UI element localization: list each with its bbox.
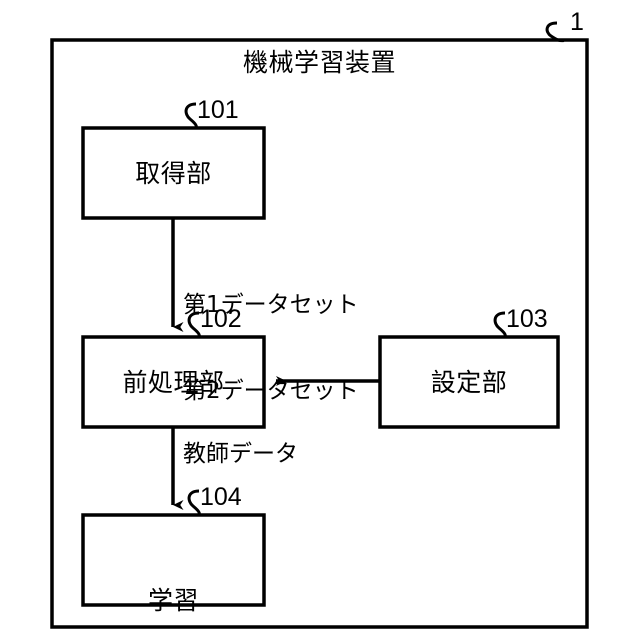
block-acquisition-label: 取得部 xyxy=(135,159,212,188)
outer-enclosure-title: 機械学習装置 xyxy=(242,48,396,77)
block-learning-box xyxy=(81,513,266,607)
ref-number-101: 101 xyxy=(197,96,239,124)
block-acquisition-box xyxy=(81,126,266,220)
block-setting-box xyxy=(378,335,560,429)
edge-label-dataset-2: 第2データセット xyxy=(183,377,359,404)
edge-label-dataset-1: 第1データセット xyxy=(183,291,359,318)
ref-number-102: 102 xyxy=(200,305,242,333)
block-preprocessing-box xyxy=(81,335,266,429)
ref-number-1: 1 xyxy=(570,8,584,36)
ref-leader-102 xyxy=(187,311,201,338)
block-learning-label-line1: 学習 xyxy=(147,586,199,615)
edge-label-teacher-data: 教師データ xyxy=(183,441,298,467)
ref-leader-101 xyxy=(184,102,198,129)
ref-number-103: 103 xyxy=(506,305,548,333)
ref-leader-104 xyxy=(187,489,201,516)
edge-label-datasets: 第1データセット 第2データセット xyxy=(183,233,359,463)
ref-leader-1 xyxy=(545,21,565,43)
ref-number-104: 104 xyxy=(200,483,242,511)
block-learning-label: 学習 処理部 xyxy=(83,531,264,640)
outer-enclosure-box xyxy=(50,38,589,629)
ref-leader-103 xyxy=(493,311,507,338)
block-preprocessing-label: 前処理部 xyxy=(122,368,225,397)
block-setting-label: 設定部 xyxy=(430,368,508,397)
